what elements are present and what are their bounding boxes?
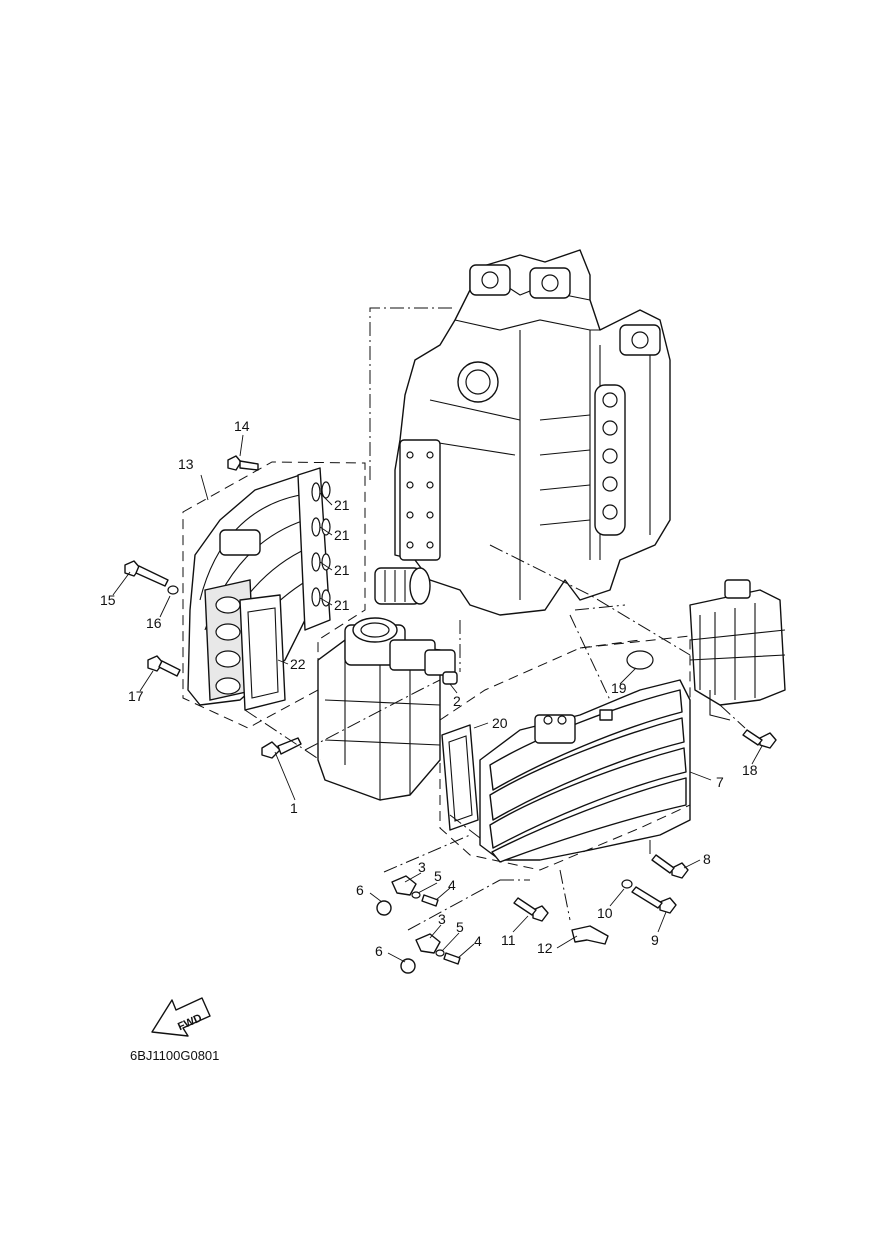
- clamp-12: [571, 925, 609, 945]
- gasket-22: [239, 594, 286, 711]
- callout-12: 12: [537, 940, 553, 956]
- collar-2: [442, 671, 458, 685]
- callout-21: 21: [334, 562, 350, 578]
- callout-14: 14: [234, 418, 250, 434]
- callout-4: 4: [474, 933, 482, 949]
- callout-1: 1: [290, 800, 298, 816]
- callout-18: 18: [742, 762, 758, 778]
- callout-20: 20: [492, 715, 508, 731]
- callout-6: 6: [375, 943, 383, 959]
- gasket-20: [441, 724, 479, 831]
- bolt-15: [124, 560, 169, 587]
- callout-21: 21: [334, 527, 350, 543]
- left-assembly-boundary: [182, 461, 366, 729]
- callout-15: 15: [100, 592, 116, 608]
- callout-13: 13: [178, 456, 194, 472]
- fuel-component-bracket: [689, 579, 786, 721]
- diagram-code: 6BJ1100G0801: [130, 1048, 219, 1063]
- bolt-1: [261, 737, 302, 759]
- callout-10: 10: [597, 905, 613, 921]
- o-rings-21: [321, 481, 331, 607]
- fwd-arrow-icon: FWD: [151, 997, 211, 1037]
- callout-17: 17: [128, 688, 144, 704]
- bolt-17: [147, 655, 181, 677]
- callout-11: 11: [501, 932, 516, 948]
- bolt-18: [742, 729, 777, 749]
- callout-3: 3: [438, 911, 446, 927]
- bolt-14: [227, 455, 259, 471]
- callout-21: 21: [334, 497, 350, 513]
- intake-flange-plate: [297, 467, 331, 631]
- washer-16: [167, 585, 179, 595]
- callout-9: 9: [651, 932, 659, 948]
- callout-4: 4: [448, 877, 456, 893]
- callout-6: 6: [356, 882, 364, 898]
- callout-3: 3: [418, 859, 426, 875]
- throttle-body-assembly: [317, 617, 456, 801]
- callout-5: 5: [434, 868, 442, 884]
- callout-7: 7: [716, 774, 724, 790]
- o-ring-19: [626, 650, 654, 670]
- right-intake-manifold: [479, 679, 691, 863]
- bolt-11: [513, 897, 549, 922]
- callout-21: 21: [334, 597, 350, 613]
- callout-2: 2: [453, 693, 461, 709]
- bolt-9: [631, 886, 677, 914]
- sensor-group-upper: [376, 875, 439, 916]
- callout-22: 22: [290, 656, 306, 672]
- callout-8: 8: [703, 851, 711, 867]
- sensor-group-lower: [400, 933, 461, 974]
- callout-16: 16: [146, 615, 162, 631]
- callout-5: 5: [456, 919, 464, 935]
- callout-19: 19: [611, 680, 627, 696]
- bolt-8: [651, 854, 689, 879]
- washer-10: [621, 879, 633, 889]
- engine-block: [374, 249, 671, 616]
